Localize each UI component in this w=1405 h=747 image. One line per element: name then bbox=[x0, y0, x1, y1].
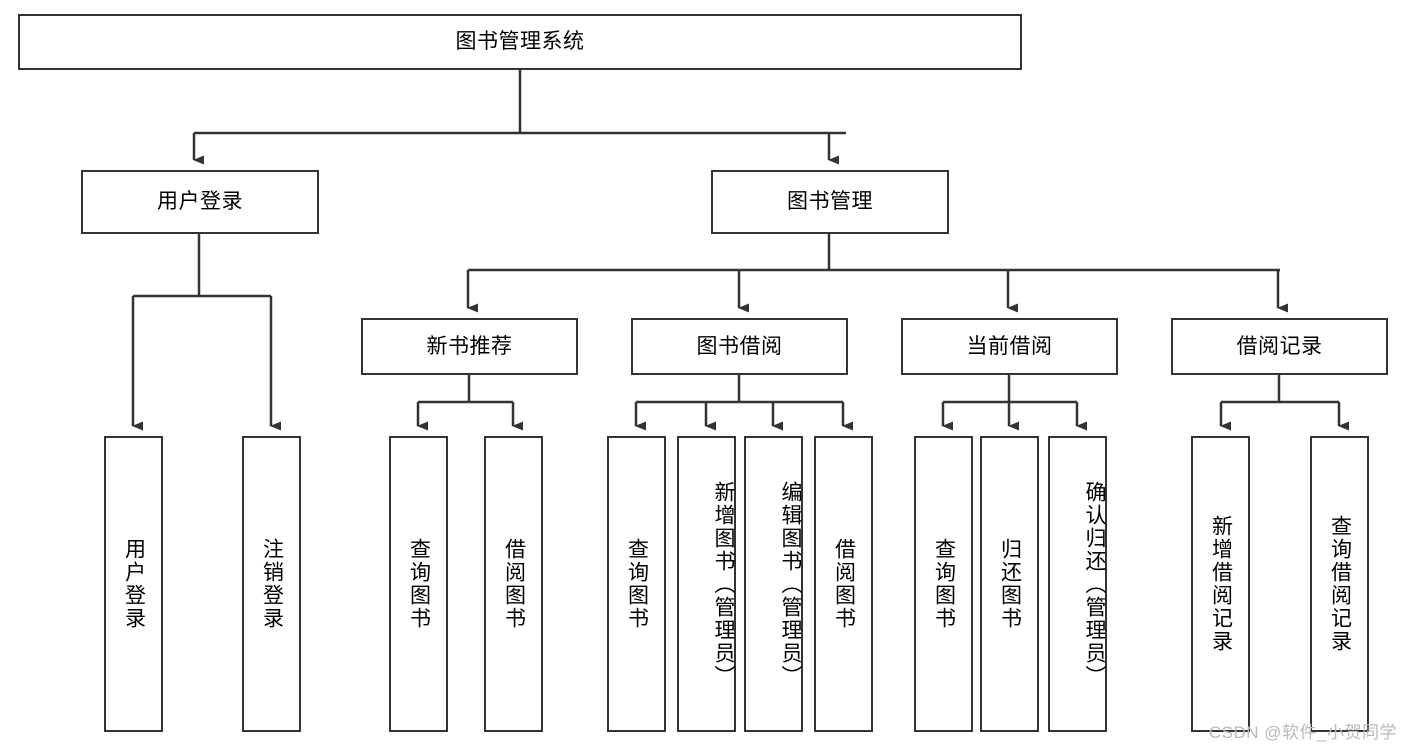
node-current-borrow-label: 当前借阅 bbox=[966, 334, 1053, 358]
node-leaf-user-login-label: 用户登录 bbox=[122, 538, 146, 630]
node-borrow-record[interactable]: 借阅记录 bbox=[1171, 318, 1388, 375]
node-leaf-add-record-label: 新增借阅记录 bbox=[1209, 515, 1233, 653]
node-book-manage[interactable]: 图书管理 bbox=[711, 170, 949, 234]
node-current-borrow[interactable]: 当前借阅 bbox=[901, 318, 1118, 375]
node-leaf-return-book-label: 归还图书 bbox=[998, 538, 1022, 630]
node-user-login-label: 用户登录 bbox=[157, 190, 243, 214]
node-leaf-user-logout[interactable]: 注销登录 bbox=[242, 436, 301, 732]
node-new-book-rec[interactable]: 新书推荐 bbox=[361, 318, 578, 375]
node-leaf-borrow-book-2-label: 借阅图书 bbox=[832, 538, 856, 630]
node-leaf-add-record[interactable]: 新增借阅记录 bbox=[1191, 436, 1250, 732]
node-borrow-record-label: 借阅记录 bbox=[1236, 334, 1323, 358]
node-leaf-borrow-book-2[interactable]: 借阅图书 bbox=[814, 436, 873, 732]
node-leaf-query-record[interactable]: 查询借阅记录 bbox=[1310, 436, 1369, 732]
node-leaf-query-book-3[interactable]: 查询图书 bbox=[914, 436, 973, 732]
node-leaf-edit-book[interactable]: 编辑图书（管理员） bbox=[744, 436, 803, 732]
node-root-label: 图书管理系统 bbox=[455, 30, 585, 54]
node-leaf-query-book-2-label: 查询图书 bbox=[625, 538, 649, 630]
node-book-borrow[interactable]: 图书借阅 bbox=[631, 318, 848, 375]
node-leaf-query-book-2[interactable]: 查询图书 bbox=[607, 436, 666, 732]
node-leaf-confirm-return-label: 确认归还（管理员） bbox=[1083, 480, 1106, 688]
node-leaf-edit-book-label: 编辑图书（管理员） bbox=[779, 480, 802, 688]
node-leaf-query-book-1-label: 查询图书 bbox=[407, 538, 431, 630]
node-new-book-rec-label: 新书推荐 bbox=[426, 334, 513, 358]
node-leaf-borrow-book-1-label: 借阅图书 bbox=[502, 538, 526, 630]
node-leaf-query-book-3-label: 查询图书 bbox=[932, 538, 956, 630]
node-leaf-user-logout-label: 注销登录 bbox=[260, 538, 284, 630]
node-leaf-query-record-label: 查询借阅记录 bbox=[1328, 515, 1352, 653]
node-root[interactable]: 图书管理系统 bbox=[18, 14, 1022, 70]
node-leaf-add-book-label: 新增图书（管理员） bbox=[712, 480, 735, 688]
node-leaf-return-book[interactable]: 归还图书 bbox=[980, 436, 1039, 732]
node-book-manage-label: 图书管理 bbox=[787, 190, 873, 214]
node-leaf-user-login[interactable]: 用户登录 bbox=[104, 436, 163, 732]
node-leaf-add-book[interactable]: 新增图书（管理员） bbox=[677, 436, 736, 732]
node-leaf-confirm-return[interactable]: 确认归还（管理员） bbox=[1048, 436, 1107, 732]
node-leaf-query-book-1[interactable]: 查询图书 bbox=[389, 436, 448, 732]
node-leaf-borrow-book-1[interactable]: 借阅图书 bbox=[484, 436, 543, 732]
node-user-login[interactable]: 用户登录 bbox=[81, 170, 319, 234]
node-book-borrow-label: 图书借阅 bbox=[696, 334, 783, 358]
